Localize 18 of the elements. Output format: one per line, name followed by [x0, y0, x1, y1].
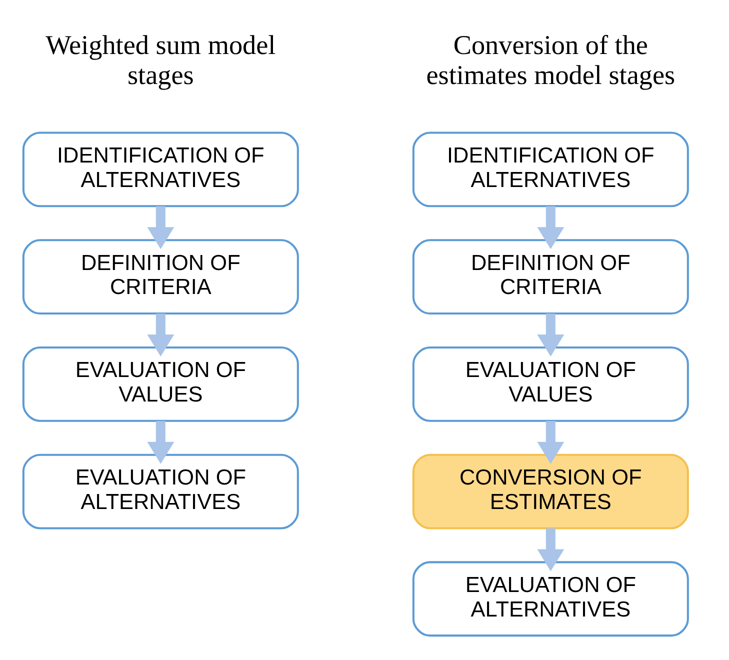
node-box: IDENTIFICATION OF ALTERNATIVES	[412, 131, 689, 207]
arrow	[537, 313, 564, 356]
node-box: DEFINITION OF CRITERIA	[22, 238, 299, 314]
node-box: EVALUATION OF VALUES	[22, 346, 299, 422]
arrow	[147, 206, 174, 249]
arrow	[147, 420, 174, 464]
node-box: DEFINITION OF CRITERIA	[412, 238, 689, 314]
node-box: CONVERSION OF ESTIMATES	[412, 453, 689, 529]
node-box: EVALUATION OF ALTERNATIVES	[22, 453, 299, 529]
arrow	[537, 206, 564, 249]
arrow	[537, 528, 564, 571]
label: Weighted sum model stages	[46, 29, 276, 90]
node-box: EVALUATION OF VALUES	[412, 346, 689, 422]
arrow	[537, 420, 564, 464]
label: Conversion of the estimates model stages	[426, 29, 676, 90]
arrow	[147, 313, 174, 356]
node-box: IDENTIFICATION OF ALTERNATIVES	[22, 131, 299, 207]
node-box: EVALUATION OF ALTERNATIVES	[412, 560, 689, 636]
